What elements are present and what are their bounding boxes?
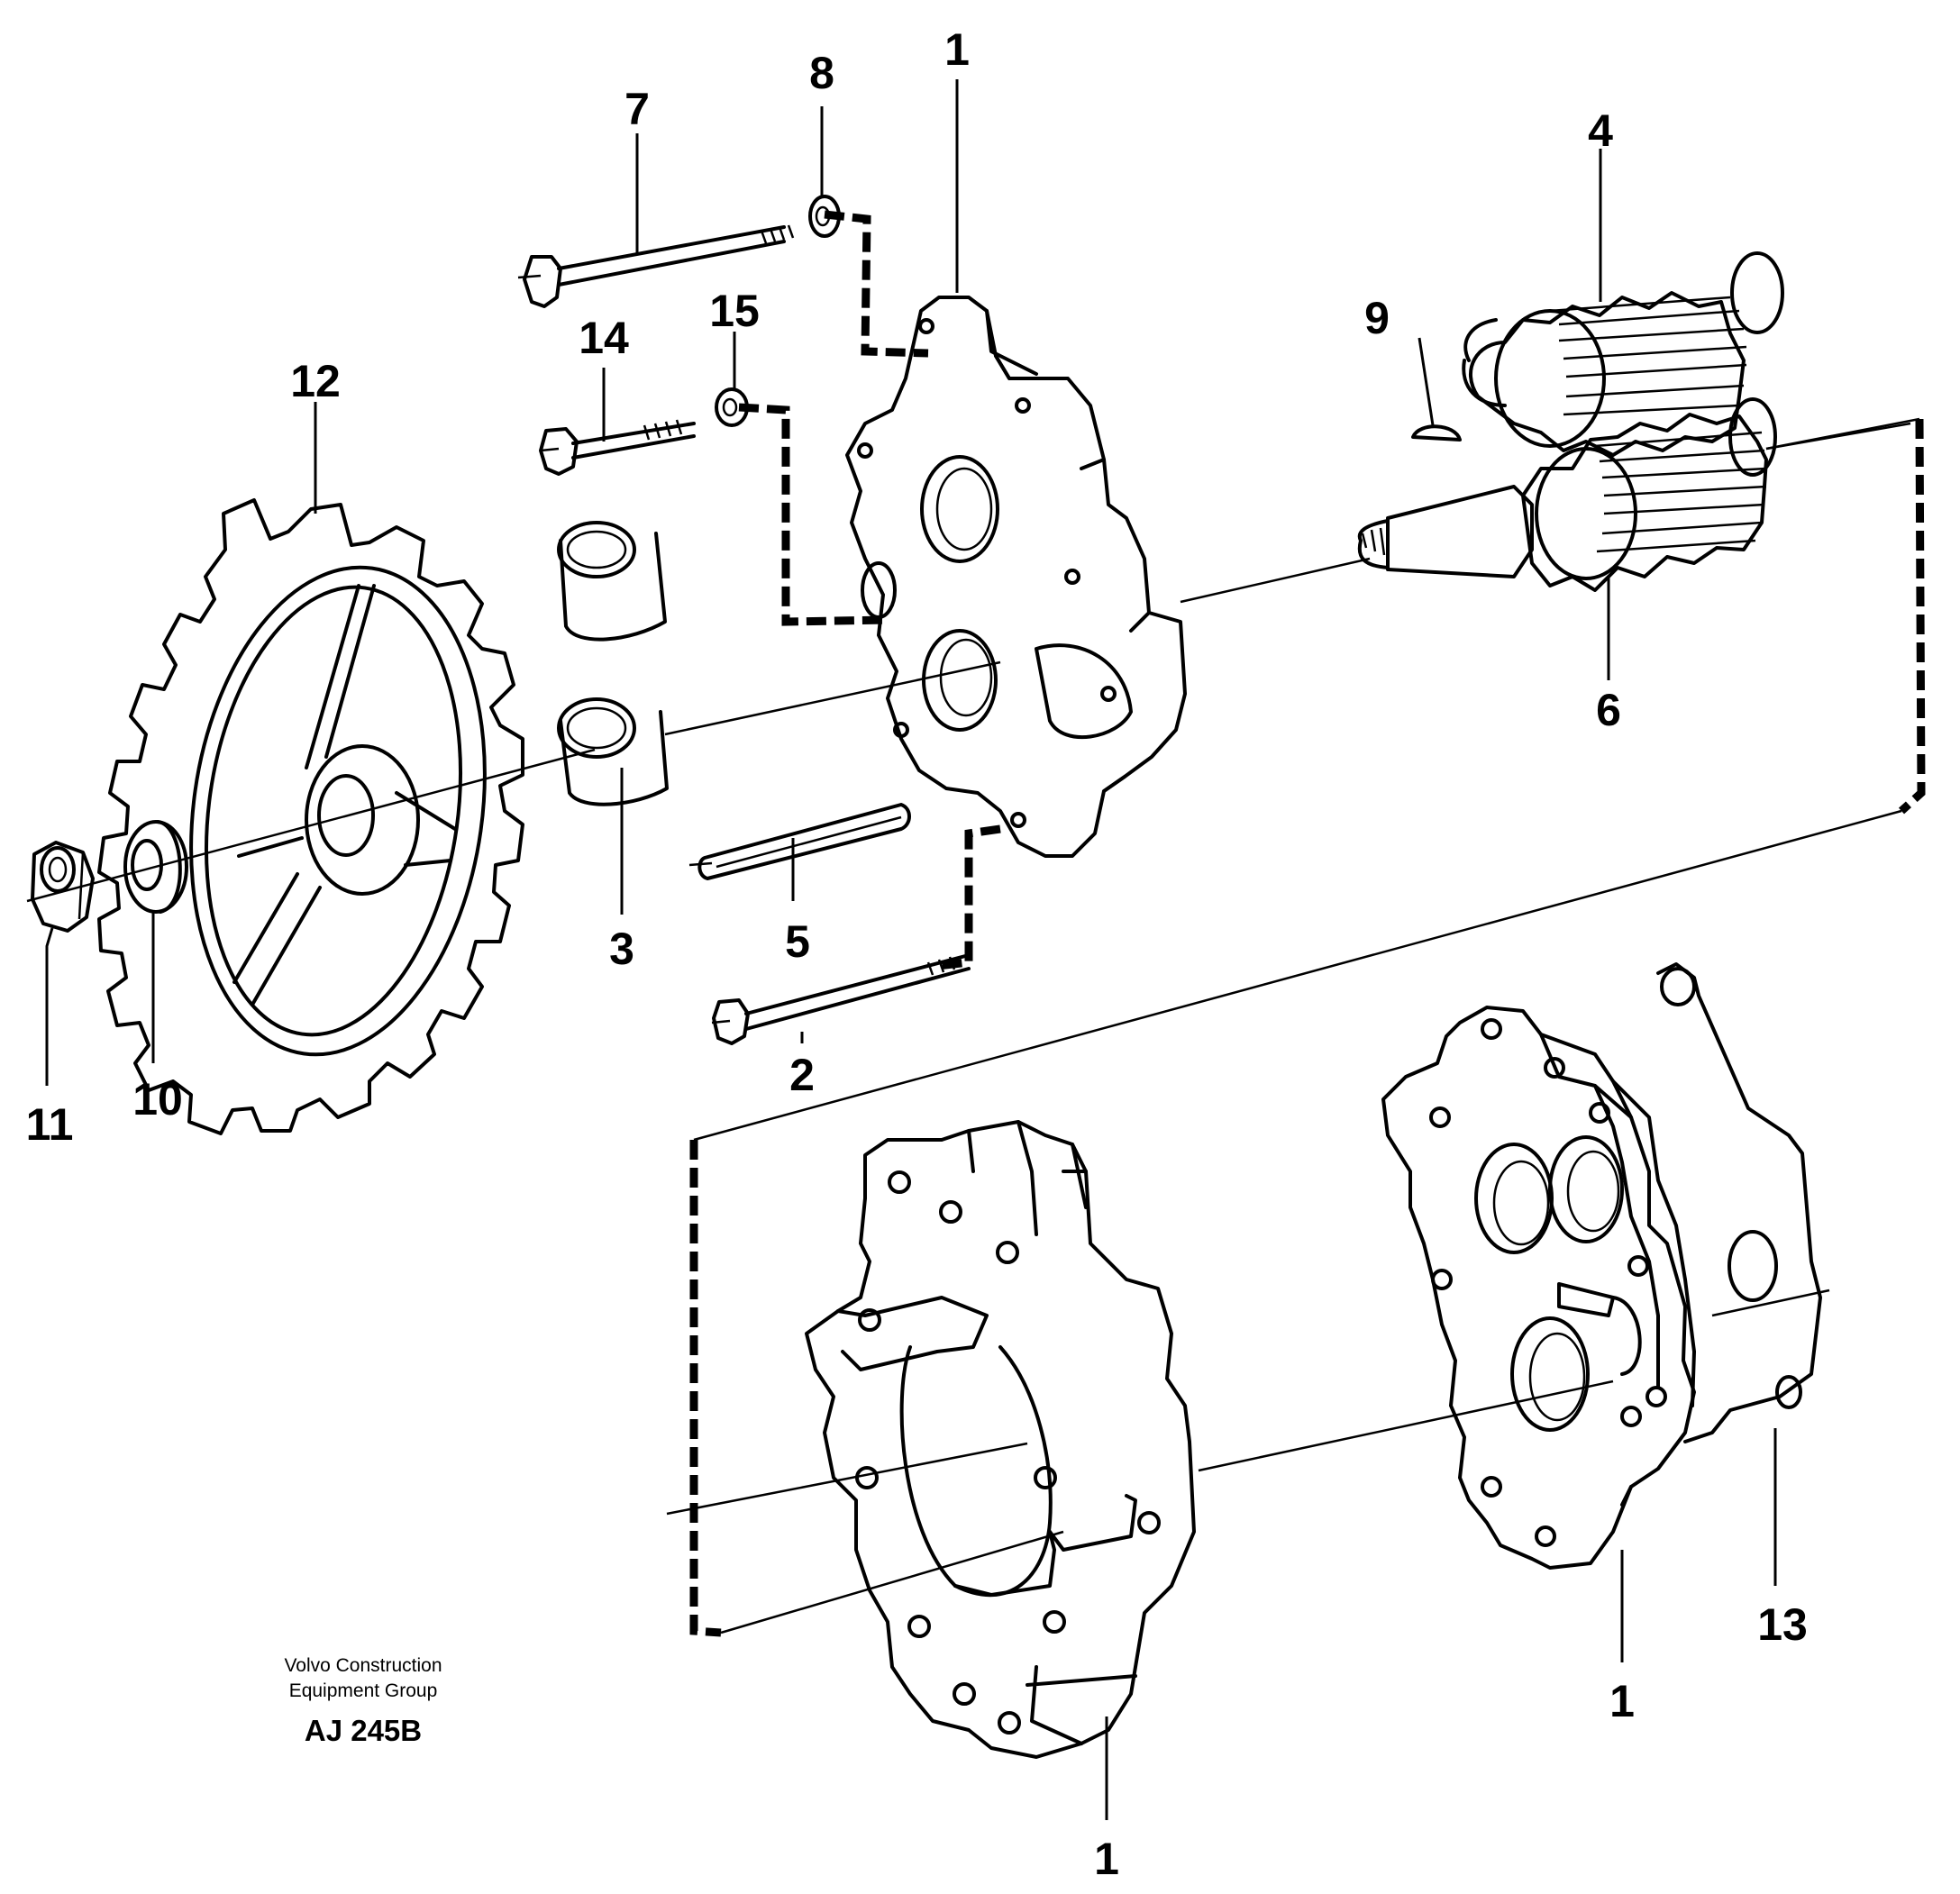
axis-bolt7	[517, 274, 542, 279]
dash-left-vertical	[689, 1140, 722, 1637]
callout-11: 11	[26, 1099, 74, 1150]
callout-2: 2	[789, 1050, 815, 1100]
callout-8: 8	[809, 48, 834, 98]
callout-1-bottom-right: 1	[1609, 1676, 1635, 1726]
callout-9: 9	[1364, 293, 1390, 343]
line-diagonal-long	[693, 809, 1902, 1142]
callout-1-bottom-left: 1	[1094, 1834, 1119, 1884]
axis-lower-housing	[666, 1442, 1028, 1516]
callout-1-top: 1	[944, 24, 970, 75]
callout-7: 7	[624, 84, 650, 134]
pump-gear-part-4	[1462, 251, 1784, 457]
bushing-part-3	[557, 697, 669, 806]
leader-11	[45, 927, 54, 1086]
nut-part-11	[31, 841, 95, 933]
line-gear6-to-bracket	[1765, 422, 1911, 451]
callout-6: 6	[1596, 685, 1621, 735]
callout-labels: 1 8 7 4 12 15 14 9 6 3 5 2 10 11 13 1 1	[26, 24, 1808, 1884]
leader-lines	[45, 79, 1777, 1820]
axis-nut-washer-gear	[26, 748, 596, 903]
credit-line-1: Volvo Construction	[284, 1655, 442, 1676]
credit-line-2: Equipment Group	[289, 1680, 438, 1701]
pump-cover-lower-part-1	[1381, 962, 1822, 1570]
dash-bolt7-to-housing	[824, 210, 929, 358]
dash-bolt14-to-housing	[738, 403, 889, 626]
callout-3: 3	[609, 924, 634, 974]
line-bottom-diagonal	[720, 1530, 1064, 1634]
washer-part-8	[808, 195, 841, 238]
pump-gear-part-6	[1357, 397, 1777, 592]
bolt-part-7	[523, 224, 795, 308]
drawing-number: AJ 245B	[305, 1714, 422, 1747]
pin-part-5	[697, 803, 911, 880]
callout-5: 5	[785, 916, 810, 967]
callout-15: 15	[709, 286, 760, 336]
pump-housing-lower-part-1	[805, 1120, 1196, 1759]
assembly-dashed-lines	[689, 210, 1926, 1637]
callout-14: 14	[579, 313, 629, 363]
axis-cover-left	[1198, 1380, 1614, 1472]
washer-part-10	[123, 820, 188, 914]
axis-bushing-lower	[664, 660, 1001, 736]
callout-12: 12	[290, 356, 341, 406]
credit-block: Volvo Construction Equipment Group AJ 24…	[284, 1655, 442, 1747]
bushing-upper	[557, 521, 667, 642]
axis-cover-right	[1711, 1288, 1830, 1317]
pump-cover-upper-part-1	[845, 296, 1187, 858]
axis-gear6	[1180, 557, 1371, 604]
dash-right-vertical	[1898, 418, 1926, 815]
callout-13: 13	[1757, 1599, 1808, 1650]
bolt-part-2	[712, 953, 971, 1045]
key-part-9	[1411, 424, 1462, 442]
bolt-part-14	[539, 419, 696, 476]
alignment-axes	[26, 274, 1920, 1516]
dash-bolt2-to-housing	[936, 824, 1001, 970]
washer-part-15	[715, 387, 749, 427]
callout-10: 10	[132, 1074, 183, 1125]
axis-bolt14	[540, 447, 560, 452]
leader-9	[1418, 337, 1435, 426]
callout-4: 4	[1588, 105, 1613, 156]
large-gear-part-12	[97, 498, 524, 1135]
